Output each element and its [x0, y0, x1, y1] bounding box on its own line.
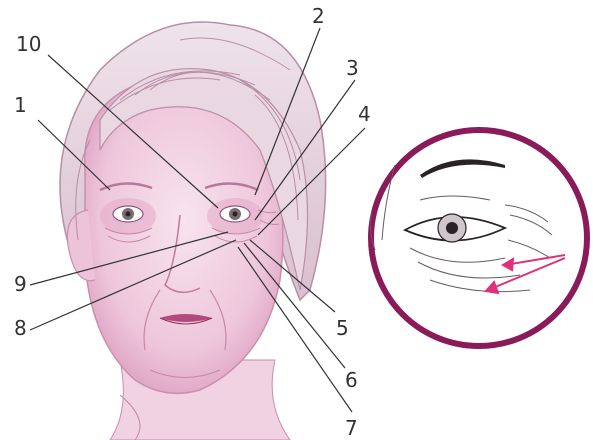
- callout-6: 6: [345, 370, 358, 390]
- callout-9: 9: [14, 274, 27, 294]
- eye-detail-inset: [371, 130, 587, 346]
- callout-7: 7: [345, 418, 358, 438]
- callout-4: 4: [358, 104, 371, 124]
- callout-1: 1: [14, 95, 27, 115]
- callout-3: 3: [346, 58, 359, 78]
- callout-2: 2: [312, 6, 325, 26]
- callout-5: 5: [336, 318, 349, 338]
- face-illustration: [60, 22, 326, 440]
- callout-8: 8: [14, 318, 27, 338]
- callout-10: 10: [16, 34, 41, 54]
